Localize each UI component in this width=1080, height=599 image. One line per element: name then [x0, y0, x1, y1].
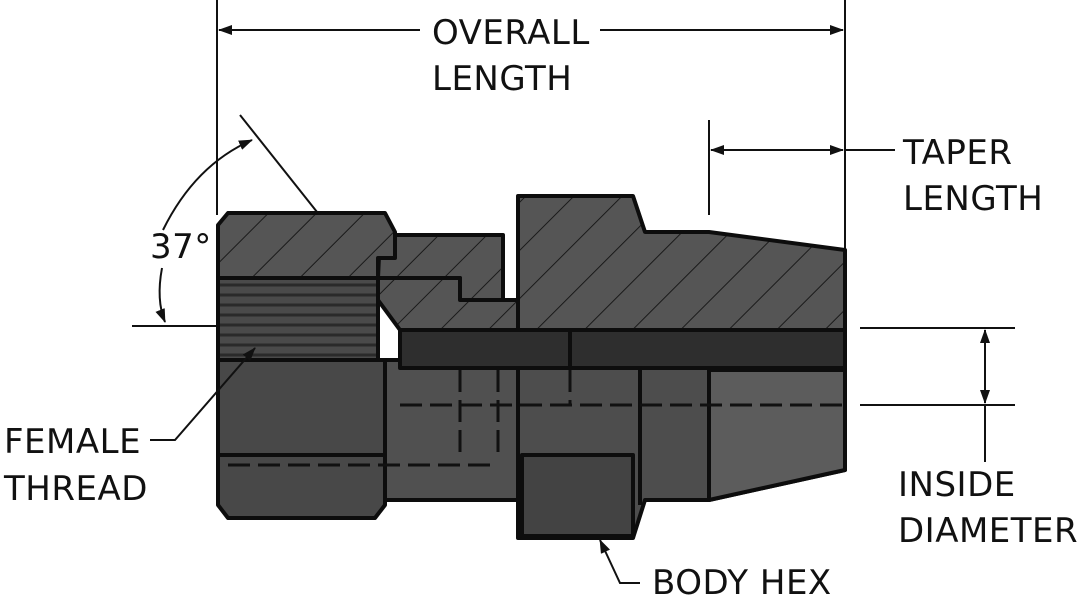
inside-diameter-dimension	[860, 327, 1015, 462]
overall-length-label-line1: OVERALL	[432, 13, 590, 53]
fitting-body	[216, 194, 847, 540]
leaders	[150, 347, 640, 584]
inside-diameter-label-line2: DIAMETER	[898, 511, 1078, 551]
angle-arc-upper	[162, 139, 253, 231]
body-section-upper	[516, 194, 847, 332]
collar-inner-section	[376, 276, 520, 332]
taper-length-label-line1: TAPER	[902, 133, 1013, 173]
nut-section-upper	[216, 211, 397, 280]
angle-label: 37°	[150, 227, 212, 267]
body-hex-leader	[599, 539, 640, 584]
female-thread-section	[216, 276, 380, 362]
taper-facet	[707, 368, 847, 502]
nut-exterior-lower	[216, 358, 387, 520]
taper-length-dimension	[708, 120, 895, 215]
body-hex-flat	[520, 453, 635, 538]
labels: OVERALL LENGTH TAPER LENGTH 37° FEMALE T…	[3, 13, 1078, 599]
female-thread-leader	[150, 347, 256, 441]
bore-passage	[398, 328, 847, 370]
taper-length-label-line2: LENGTH	[903, 179, 1043, 219]
female-thread-label-line1: FEMALE	[4, 422, 141, 462]
body-hex-label: BODY HEX	[652, 563, 832, 599]
overall-length-dimension	[216, 0, 846, 250]
overall-length-label-line2: LENGTH	[432, 59, 572, 99]
female-thread-label-line2: THREAD	[3, 469, 148, 509]
inside-diameter-label-line1: INSIDE	[898, 465, 1016, 505]
angle-arc-lower	[155, 267, 166, 323]
